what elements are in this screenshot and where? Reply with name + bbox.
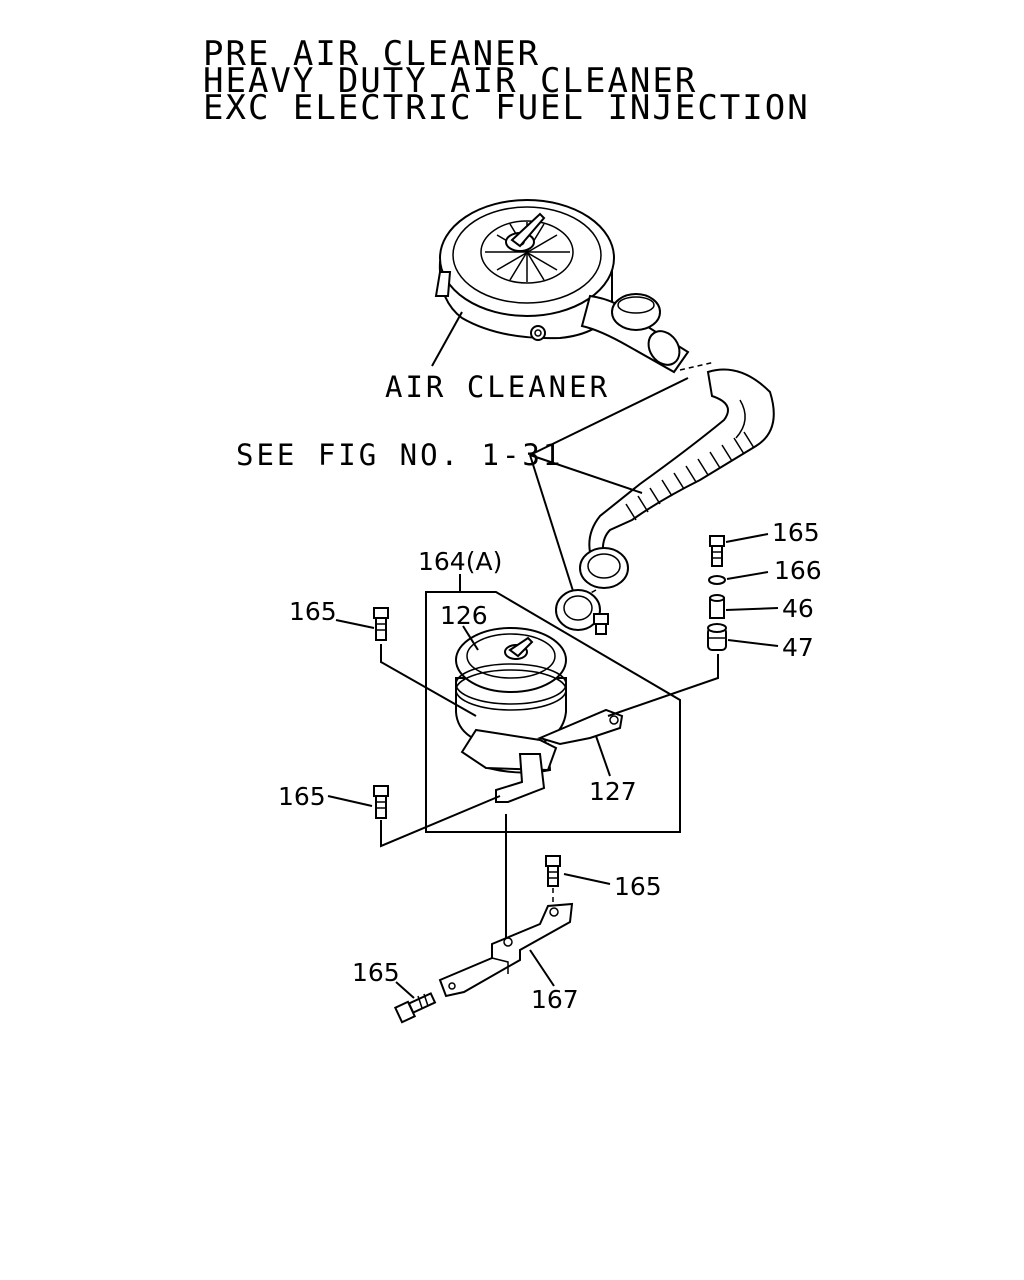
label-air-cleaner: AIR CLEANER bbox=[385, 370, 610, 404]
washer-166 bbox=[708, 575, 726, 585]
label-164a: 164(A) bbox=[418, 547, 502, 576]
bracket-167 bbox=[438, 902, 574, 998]
leader-165-d bbox=[563, 873, 611, 885]
leader-air-cleaner bbox=[431, 311, 463, 367]
label-165-e: 165 bbox=[352, 958, 400, 987]
header-line-2: HEAVY DUTY AIR CLEANER bbox=[203, 61, 697, 101]
label-165-b: 165 bbox=[278, 782, 326, 811]
label-167: 167 bbox=[531, 985, 579, 1014]
label-127: 127 bbox=[589, 777, 637, 806]
leader-165-b bbox=[327, 795, 373, 807]
label-see-fig: SEE FIG NO. 1-31 bbox=[236, 438, 563, 472]
leader-167 bbox=[529, 949, 555, 987]
leader-see-fig-1 bbox=[529, 377, 689, 456]
label-165-c: 165 bbox=[772, 518, 820, 547]
leader-166 bbox=[726, 571, 769, 580]
label-126: 126 bbox=[440, 601, 488, 630]
bolt-165-a bbox=[373, 607, 389, 641]
collar-46 bbox=[709, 594, 725, 619]
leader-47 bbox=[727, 639, 779, 647]
label-47: 47 bbox=[782, 633, 814, 662]
hose-clamp bbox=[555, 589, 609, 635]
label-165-a: 165 bbox=[289, 597, 337, 626]
bolt-165-e bbox=[393, 992, 437, 1024]
bracket-127 bbox=[460, 708, 624, 803]
bolt-165-b bbox=[373, 785, 389, 819]
header-line-1: PRE AIR CLEANER bbox=[203, 34, 540, 74]
leader-see-fig-3 bbox=[529, 454, 575, 595]
leader-165-a bbox=[335, 619, 375, 629]
leader-127 bbox=[595, 735, 611, 777]
assembly-line-47 bbox=[607, 654, 719, 717]
assembly-line-165-b bbox=[380, 795, 501, 848]
leader-165-e bbox=[395, 981, 415, 999]
group-box-164a bbox=[425, 591, 681, 833]
grommet-47 bbox=[707, 623, 727, 651]
bolt-165-c bbox=[709, 535, 725, 567]
leader-126 bbox=[462, 625, 479, 651]
corrugated-hose bbox=[577, 361, 775, 601]
leader-165-c bbox=[725, 533, 769, 543]
header-line-3: EXC ELECTRIC FUEL INJECTION bbox=[203, 88, 810, 128]
bolt-165-d bbox=[545, 855, 561, 887]
label-166: 166 bbox=[774, 556, 822, 585]
leader-46 bbox=[725, 607, 779, 611]
leader-see-fig-2 bbox=[529, 454, 643, 494]
main-air-cleaner bbox=[434, 199, 690, 374]
label-165-d: 165 bbox=[614, 872, 662, 901]
assembly-line-165-a bbox=[380, 644, 477, 717]
label-46: 46 bbox=[782, 594, 814, 623]
